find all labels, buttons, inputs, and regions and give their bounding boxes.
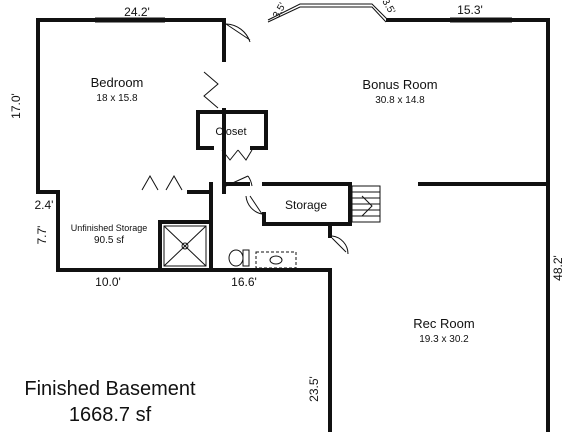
plan-title-line1: Finished Basement [24, 378, 196, 400]
rec-room-label: Rec Room [413, 316, 474, 331]
stairs [351, 185, 381, 223]
shower [163, 225, 207, 267]
unfinished-storage-size: 90.5 sf [94, 235, 124, 246]
plan-title: Finished Basement 1668.7 sf [0, 376, 220, 428]
dim-rec-left: 23.5' [307, 376, 321, 402]
dim-bottom-storage: 10.0' [95, 275, 121, 289]
rec-room-size: 19.3 x 30.2 [419, 334, 469, 345]
dim-left-bedroom: 17.0' [9, 93, 23, 119]
bedroom-size: 18 x 15.8 [96, 93, 138, 104]
dim-top-right: 15.3' [457, 3, 483, 17]
closet-label: Closet [215, 126, 246, 138]
unfinished-storage-label: Unfinished Storage [71, 223, 148, 233]
dim-right: 48.2' [551, 255, 565, 281]
plan-details [95, 3, 512, 269]
bonus-room-size: 30.8 x 14.8 [375, 95, 425, 106]
dim-top-mid1: 3.5' [271, 1, 288, 20]
dim-bottom-mid: 16.6' [231, 275, 257, 289]
dim-top-left: 24.2' [124, 5, 150, 19]
toilet [228, 249, 250, 267]
bonus-room-label: Bonus Room [362, 77, 437, 92]
storage-label: Storage [285, 198, 327, 212]
dim-left-storage: 7.7' [35, 226, 49, 245]
vanity [255, 251, 297, 269]
plan-title-line2: 1668.7 sf [68, 404, 152, 426]
bedroom-label: Bedroom [91, 75, 144, 90]
walls [36, 18, 550, 432]
dim-left-small: 2.4' [35, 198, 54, 212]
